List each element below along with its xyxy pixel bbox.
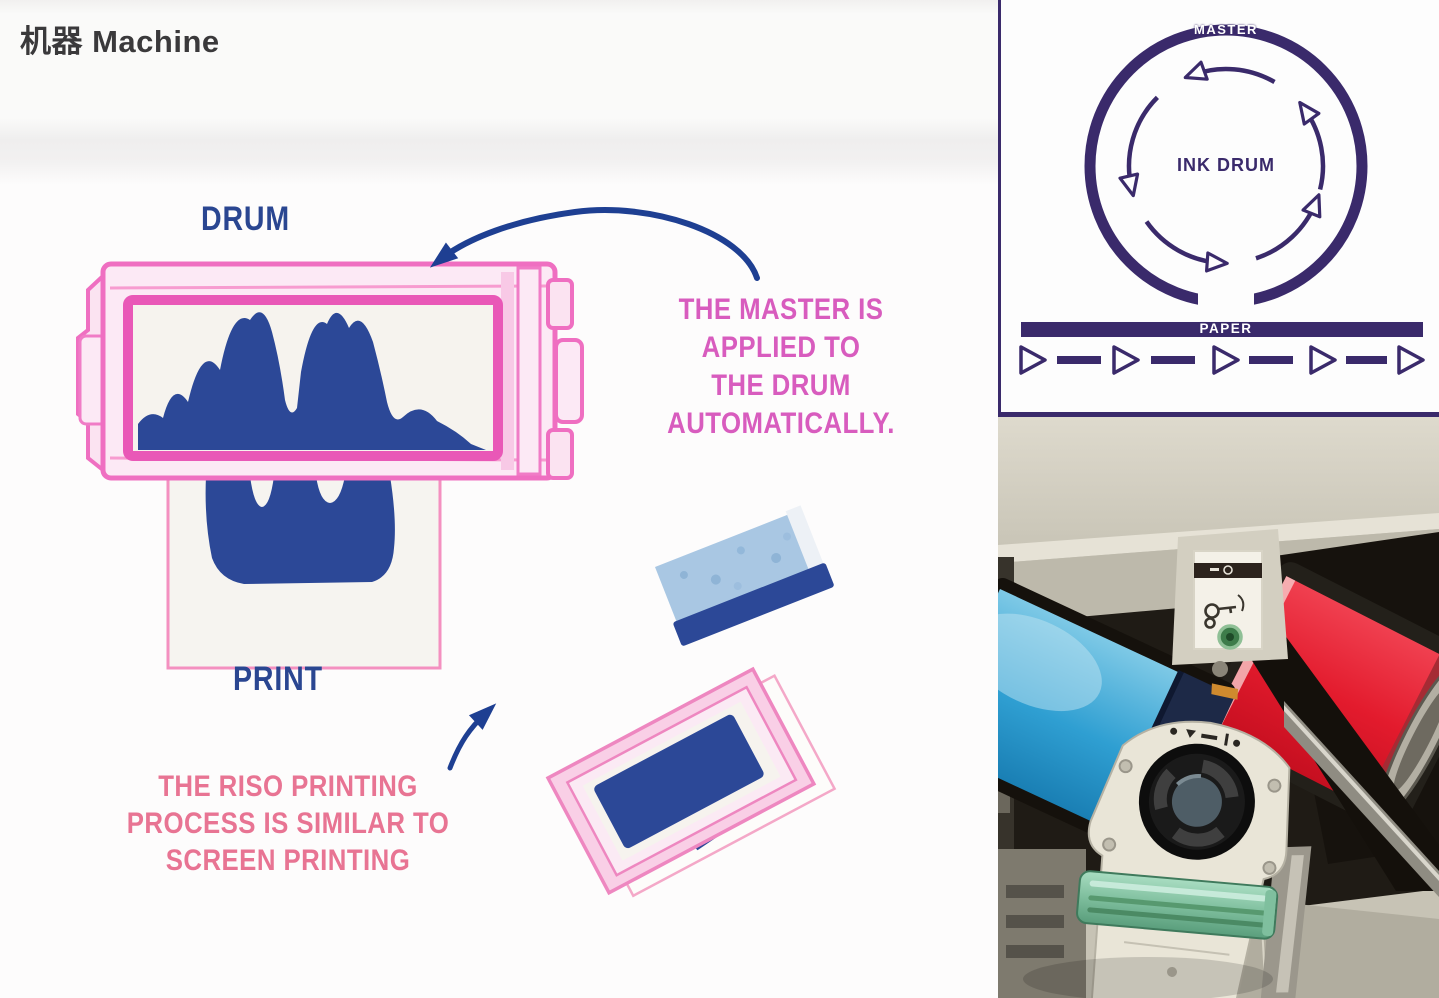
drum-caption: DRUM xyxy=(201,200,291,238)
riso-note-line: SCREEN PRINTING xyxy=(165,844,411,877)
machine-photo-panel xyxy=(998,417,1439,998)
dial-markings xyxy=(1170,727,1241,747)
riso-note-line: THE RISO PRINTING xyxy=(158,770,418,803)
machine-photo xyxy=(998,417,1439,998)
ink-drum-diagram-panel: MASTER INK DRUM PAPER xyxy=(998,0,1439,417)
squeegee-illustration xyxy=(655,505,834,646)
printed-ink-blob xyxy=(205,476,395,584)
ink-drum-diagram xyxy=(1019,24,1425,375)
arrow-to-drum xyxy=(429,207,760,281)
master-ink-blob xyxy=(138,312,486,450)
indicator-plate xyxy=(1172,529,1288,677)
paper-label: PAPER xyxy=(1199,321,1253,336)
master-label: MASTER xyxy=(1194,22,1258,37)
plate-header xyxy=(1194,563,1262,578)
riso-process-illustration xyxy=(76,207,837,898)
arrow-to-screen xyxy=(447,703,497,771)
green-handle xyxy=(1076,870,1279,940)
master-note-line: APPLIED TO xyxy=(701,331,861,364)
master-note: THE MASTER IS APPLIED TO THE DRUM AUTOMA… xyxy=(626,291,936,443)
print-sheet xyxy=(166,468,442,670)
rotation-arrows xyxy=(1118,60,1326,273)
riso-note: THE RISO PRINTING PROCESS IS SIMILAR TO … xyxy=(86,768,490,879)
print-caption: PRINT xyxy=(233,660,323,698)
paper-flow-arrows xyxy=(1019,345,1425,375)
screen-frame-illustration xyxy=(545,666,837,898)
paper-bar xyxy=(1021,322,1423,337)
ink-drum-label: INK DRUM xyxy=(1177,155,1275,175)
page-title: 机器 Machine xyxy=(20,24,220,59)
drum-illustration xyxy=(76,261,584,481)
master-note-line: THE DRUM xyxy=(711,369,851,402)
drum-carriage xyxy=(1076,720,1312,998)
slide-canvas: 机器 Machine xyxy=(0,0,998,998)
machine-top-panel xyxy=(998,417,1439,545)
master-note-line: THE MASTER IS xyxy=(678,293,884,326)
master-note-line: AUTOMATICALLY. xyxy=(667,407,895,440)
riso-note-line: PROCESS IS SIMILAR TO xyxy=(126,807,450,840)
key-icon xyxy=(1204,594,1245,629)
